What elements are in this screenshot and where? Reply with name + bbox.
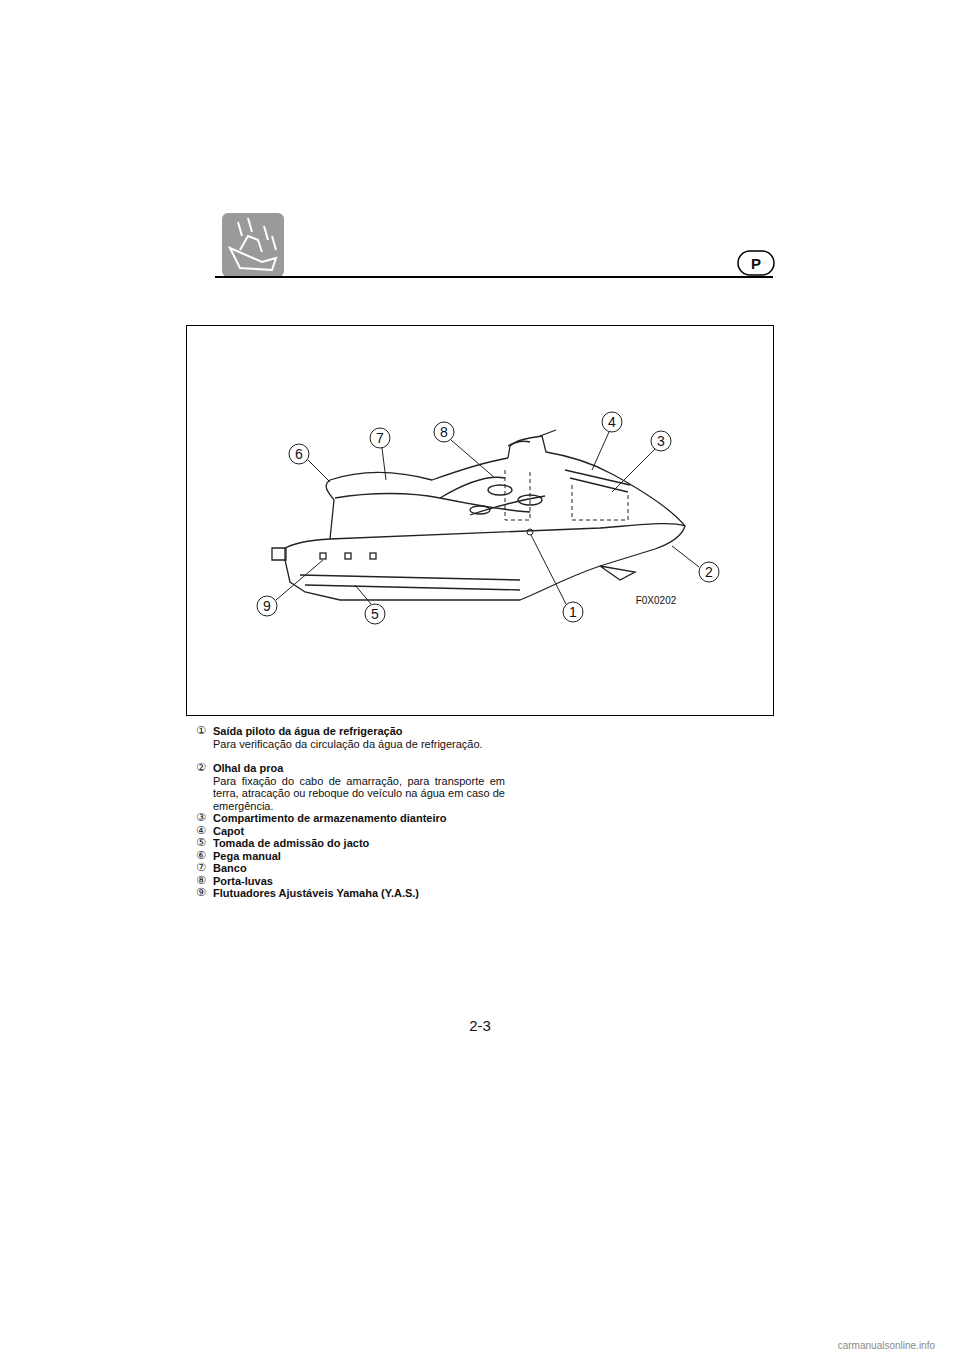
part-name: Flutuadores Ajustáveis Yamaha (Y.A.S.) (213, 887, 419, 900)
list-number: ④ (196, 825, 206, 838)
list-number: ⑤ (196, 837, 206, 850)
watermark: carmanualsonline.info (838, 1340, 935, 1351)
list-number: ⑨ (196, 887, 206, 900)
part-description: Para verificação da circulação da água d… (213, 738, 505, 751)
part-name: Tomada de admissão do jacto (213, 837, 369, 850)
page-number: 2-3 (469, 1017, 491, 1034)
language-letter: P (751, 255, 761, 272)
callout-number: 6 (295, 447, 303, 461)
callout-number: 3 (657, 434, 665, 448)
hidden-compartments (505, 470, 628, 520)
section-icon (222, 213, 284, 277)
part-name: Compartimento de armazenamento dianteiro (213, 812, 447, 825)
outlet-dot (527, 529, 533, 535)
callout-number: 5 (371, 607, 379, 621)
list-number: ② (196, 762, 206, 775)
list-number: ⑧ (196, 875, 206, 888)
part-name: Pega manual (213, 850, 281, 863)
figure-code: F0X0202 (636, 595, 677, 606)
part-name: Olhal da proa (213, 762, 283, 775)
header-rule (215, 276, 773, 278)
list-number: ① (196, 725, 206, 738)
icon-jet-ski (230, 218, 276, 270)
callout-number: 9 (263, 599, 271, 613)
leader-lines (276, 432, 699, 604)
callout-number: 8 (440, 425, 448, 439)
part-name: Capot (213, 825, 244, 838)
jet-ski-drawing (272, 430, 685, 600)
callout-number: 1 (569, 605, 577, 619)
list-number: ③ (196, 812, 206, 825)
part-name: Porta-luvas (213, 875, 273, 888)
callout-circles (257, 412, 719, 624)
callout-number: 4 (608, 415, 616, 429)
part-name: Banco (213, 862, 247, 875)
list-number: ⑥ (196, 850, 206, 863)
figure-frame (187, 326, 774, 716)
part-description: Para fixação do cabo de amarração, para … (213, 775, 505, 813)
part-name: Saída piloto da água de refrigeração (213, 725, 403, 738)
language-tab (738, 251, 774, 275)
list-number: ⑦ (196, 862, 206, 875)
callout-number: 2 (705, 565, 713, 579)
callout-number: 7 (376, 431, 384, 445)
